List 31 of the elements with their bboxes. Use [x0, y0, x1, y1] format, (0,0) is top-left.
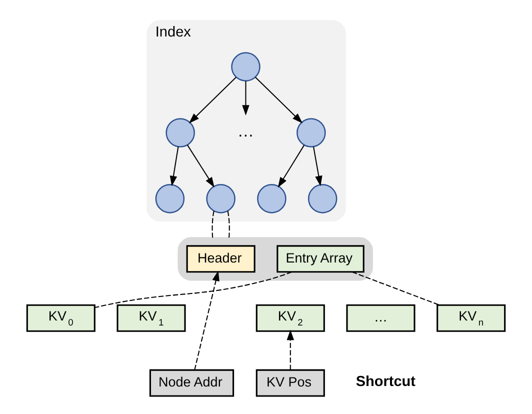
node-box: Entry Array — [276, 245, 364, 273]
arrow — [255, 76, 303, 124]
node-circle — [166, 118, 195, 148]
connector — [352, 271, 440, 306]
node-circle — [308, 184, 338, 214]
arrow — [194, 270, 220, 370]
node-circle — [206, 184, 236, 214]
node-circle — [231, 52, 260, 82]
node-circle — [257, 184, 286, 214]
arrow — [242, 81, 250, 116]
node-box: Node Addr — [149, 369, 234, 397]
node-box: KV$_{0}$ — [26, 304, 96, 332]
node-box: KV$_{2}$ — [256, 304, 325, 332]
connector — [94, 272, 292, 308]
node-box: Header — [186, 245, 256, 273]
arrow — [186, 144, 214, 188]
arrow — [278, 144, 305, 188]
arrow — [312, 146, 322, 186]
node-box: KV$_{1}$ — [116, 304, 186, 332]
node-box: … — [346, 304, 416, 332]
connector — [212, 210, 214, 238]
node-text: … — [237, 122, 254, 141]
node-box: KV$_{n}$ — [436, 304, 506, 332]
arrow — [188, 76, 236, 124]
label: Shortcut — [356, 374, 416, 390]
arrow — [170, 146, 179, 186]
connector — [227, 210, 230, 238]
node-box: KV Pos — [256, 369, 325, 397]
arrow — [286, 330, 294, 370]
node-circle — [155, 184, 185, 214]
node-circle — [296, 118, 326, 148]
